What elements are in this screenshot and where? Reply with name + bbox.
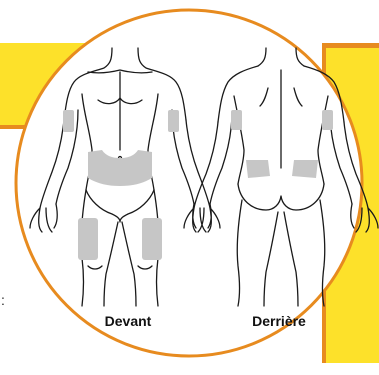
zone-front-right-arm [168,110,179,132]
zone-front-left-arm [63,110,74,132]
label-back: Derrière [234,313,324,329]
zone-front-left-thigh [78,218,98,260]
zone-back-right-hip [292,160,318,178]
zone-back-left-arm [231,110,242,130]
zone-back-left-hip [246,160,270,178]
zone-front-right-thigh [142,218,162,260]
zone-back-right-arm [322,110,333,130]
diagram-circle [16,10,362,356]
label-front: Devant [88,313,168,329]
